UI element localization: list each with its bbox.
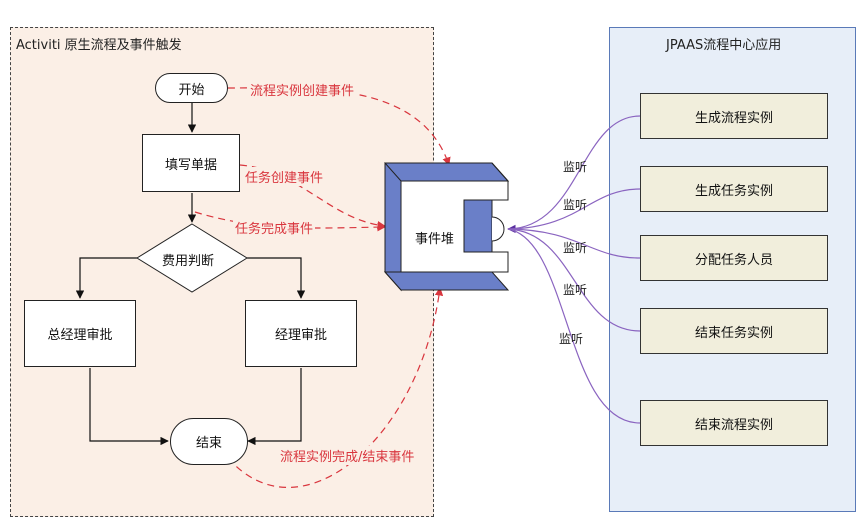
fill-form-node: 填写单据 <box>142 134 240 192</box>
listener-label-1: 监听 <box>563 160 588 174</box>
event-arrow-process-completed <box>227 287 444 488</box>
listener-curve-3 <box>507 228 641 259</box>
action-create-task-instance: 生成任务实例 <box>640 166 828 212</box>
event-heap-label: 事件堆 <box>415 232 455 247</box>
decision-diamond <box>136 223 248 293</box>
flow-decision-to-gm <box>75 257 137 299</box>
listener-label-4: 监听 <box>563 283 588 297</box>
listener-curve-5 <box>507 228 641 424</box>
listener-label-3: 监听 <box>563 241 588 255</box>
event-heap-shape <box>383 162 510 292</box>
listener-curve-4 <box>507 228 641 332</box>
action-end-process-instance: 结束流程实例 <box>640 400 828 446</box>
action-assign-task-user: 分配任务人员 <box>640 235 828 281</box>
gm-approve-node: 总经理审批 <box>24 300 136 367</box>
start-node: 开始 <box>155 73 228 103</box>
activiti-panel-title: Activiti 原生流程及事件触发 <box>16 38 182 53</box>
decision-label: 费用判断 <box>162 254 215 269</box>
listener-label-5: 监听 <box>559 332 584 346</box>
jpaas-panel-title: JPAAS流程中心应用 <box>666 38 782 53</box>
flow-decision-to-mgr <box>247 257 306 299</box>
listener-curve-2 <box>507 188 641 230</box>
action-create-process-instance: 生成流程实例 <box>640 93 828 139</box>
event-label-task-created: 任务创建事件 <box>243 167 326 186</box>
flow-mgr-to-end <box>247 368 302 446</box>
flow-gm-to-end <box>89 368 169 446</box>
event-label-process-completed: 流程实例完成/结束事件 <box>278 446 417 465</box>
mgr-approve-node: 经理审批 <box>245 300 357 367</box>
event-label-process-created: 流程实例创建事件 <box>248 80 357 99</box>
listener-label-2: 监听 <box>563 198 588 212</box>
end-node: 结束 <box>170 418 248 465</box>
listener-curve-1 <box>507 115 641 234</box>
event-arrow-process-created <box>227 87 451 166</box>
action-end-task-instance: 结束任务实例 <box>640 308 828 354</box>
event-label-task-completed: 任务完成事件 <box>233 218 316 237</box>
